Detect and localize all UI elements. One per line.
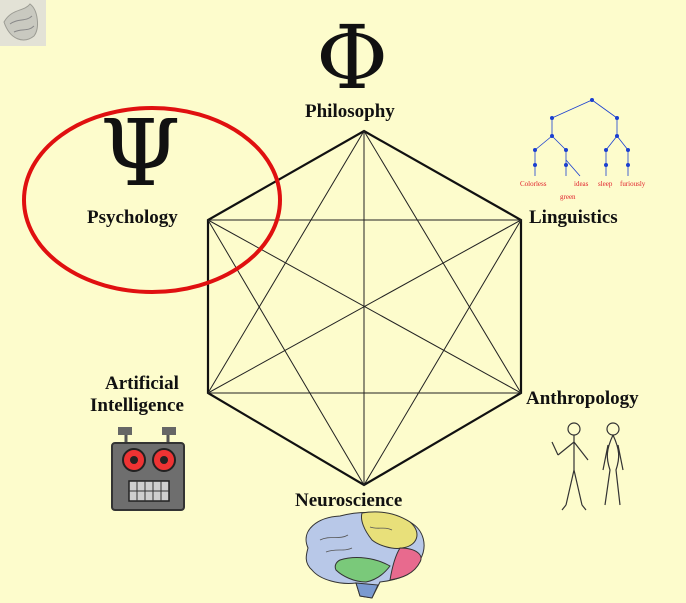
phi-symbol: Φ xyxy=(316,14,388,102)
tree-word-3: ideas xyxy=(574,180,588,188)
robot-icon xyxy=(112,427,184,510)
brain-icon xyxy=(306,512,424,598)
label-psychology: Psychology xyxy=(87,207,178,229)
label-philosophy: Philosophy xyxy=(305,101,395,123)
tree-word-4: sleep xyxy=(598,180,612,188)
parse-tree-icon xyxy=(535,100,628,176)
label-neuroscience: Neuroscience xyxy=(295,490,402,512)
thumbnail-image xyxy=(0,0,46,46)
tree-word-5: furiously xyxy=(620,180,645,188)
tree-word-2: green xyxy=(560,193,576,201)
label-ai-line2: Intelligence xyxy=(90,395,184,417)
parse-tree-nodes xyxy=(533,98,630,167)
label-ai-line1: Artificial xyxy=(105,373,179,395)
label-anthropology: Anthropology xyxy=(526,388,639,410)
tree-word-1: Colorless xyxy=(520,180,546,188)
label-linguistics: Linguistics xyxy=(529,207,618,229)
psi-symbol: Ψ xyxy=(100,108,181,200)
human-figures-icon xyxy=(552,423,623,510)
